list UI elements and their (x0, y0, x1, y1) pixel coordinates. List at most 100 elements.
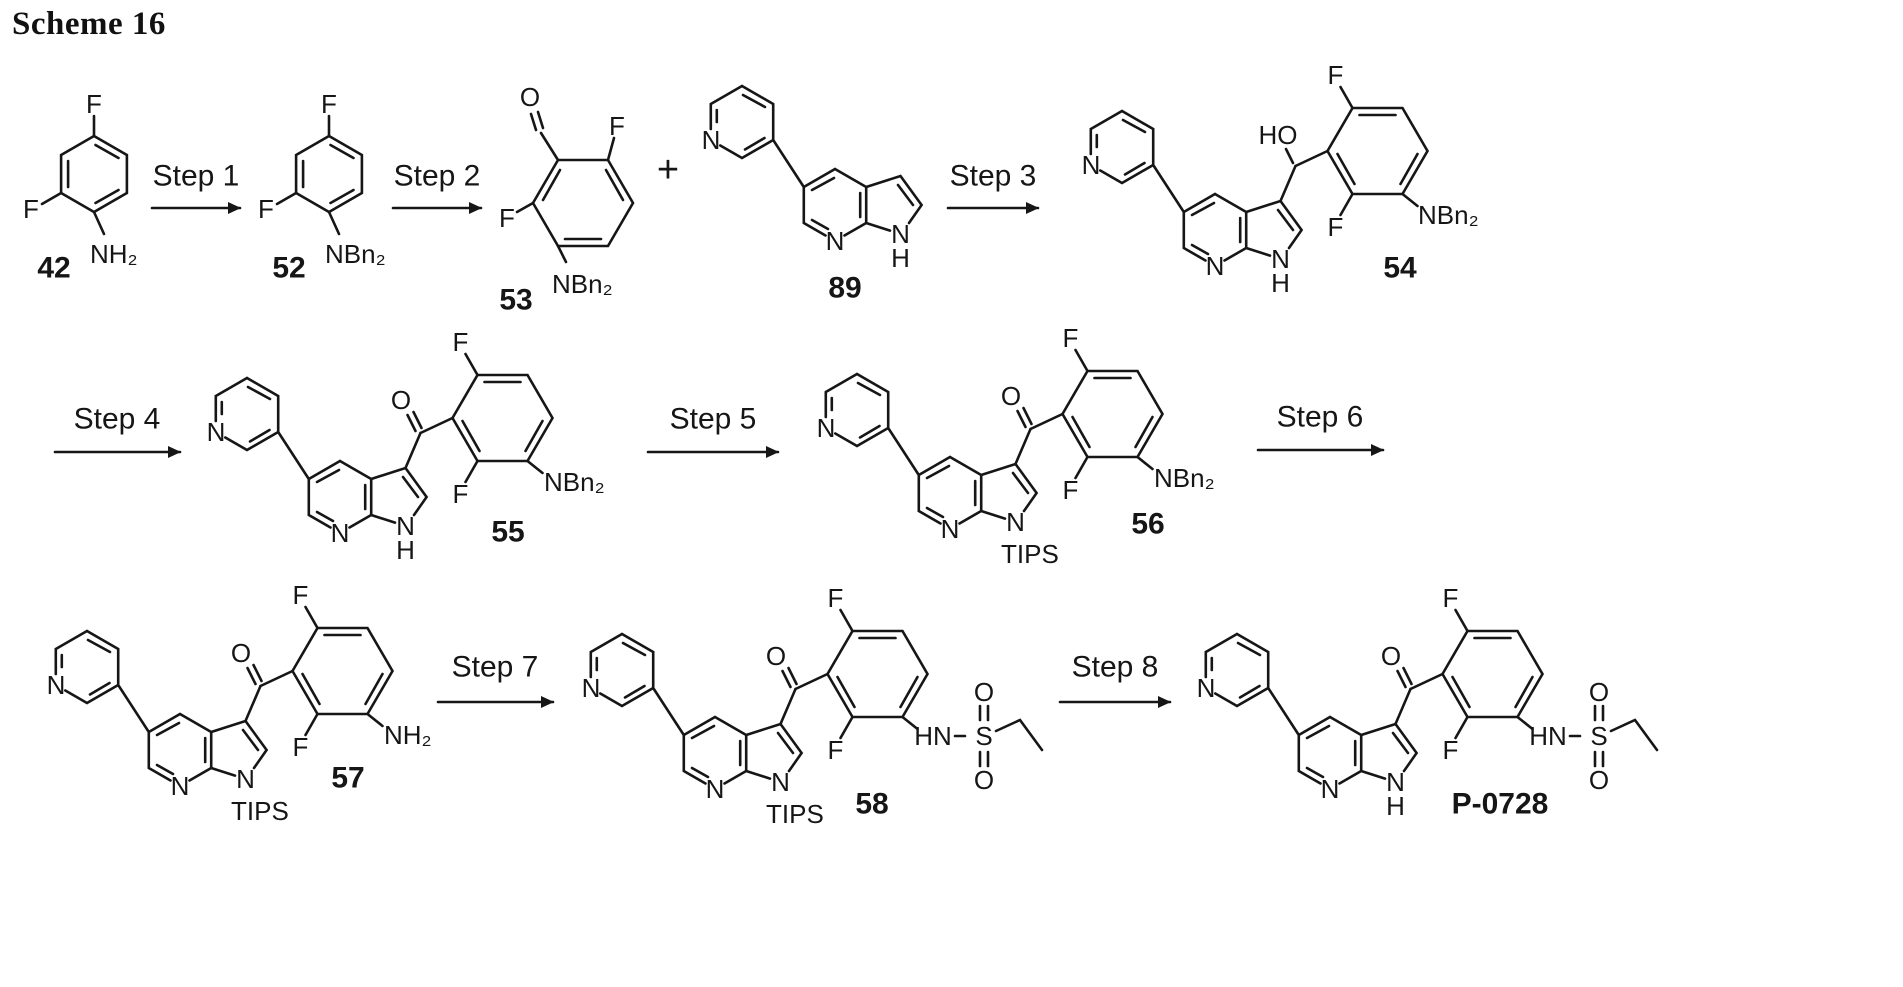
sulfonamide-nh-label: HN (1529, 721, 1567, 751)
aldehyde-bond (539, 131, 560, 162)
nitrogen-label: N (771, 767, 790, 797)
carbonyl-double-bond (781, 669, 792, 689)
nitrogen-label: N (47, 670, 66, 700)
step-2-arrow: Step 2 (391, 160, 483, 214)
fluorine-label: F (258, 194, 274, 224)
fluorine-bond (606, 136, 616, 162)
fluorine-label: F (1063, 323, 1079, 353)
nitrogen-label: N (1206, 251, 1225, 281)
ethyl-chain (994, 718, 1044, 752)
compound-number: 58 (855, 788, 888, 821)
compound-57: O N N N TIPS F F NH₂ 57 (47, 580, 432, 826)
hydrogen-label: H (1271, 268, 1290, 298)
compound-number: 42 (37, 252, 70, 285)
step-label: Step 2 (394, 160, 481, 193)
sulfur-label: S (1590, 721, 1607, 751)
hydrogen-label: H (891, 243, 910, 273)
benzene-ring (40, 114, 129, 236)
oxygen-label: O (231, 638, 251, 668)
oxygen-label: O (1589, 677, 1609, 707)
difluorophenyl-ring (826, 608, 929, 740)
step-3-arrow: Step 3 (946, 160, 1040, 214)
oxygen-label: O (520, 82, 540, 112)
carbonyl-double-bond (536, 110, 545, 130)
fluorine-label: F (1443, 583, 1459, 613)
compound-number: 53 (499, 284, 532, 317)
nitrogen-label: N (331, 518, 350, 548)
step-7-arrow: Step 7 (436, 651, 555, 708)
compound-number: 89 (828, 272, 861, 305)
fluorine-label: F (1443, 735, 1459, 765)
tips-group-label: TIPS (766, 799, 824, 829)
compound-p0728: O N N N H F F HN S O O P-0728 (1197, 583, 1659, 821)
step-label: Step 4 (74, 403, 161, 436)
linker-bond (419, 416, 454, 435)
carbonyl-double-bond (406, 413, 417, 433)
pyridyl-azaindole-skeleton (709, 84, 923, 237)
compound-number: 54 (1383, 252, 1417, 285)
hydroxyl-bond (1284, 147, 1295, 165)
nitrogen-label: N (1006, 507, 1025, 537)
nitrogen-label: N (1197, 673, 1216, 703)
fluorine-label: F (1328, 212, 1344, 242)
tips-group-label: TIPS (231, 796, 289, 826)
compound-89: N N N H 89 (702, 84, 923, 305)
compound-55: O N N N H F F NBn₂ 55 (207, 327, 605, 565)
carbonyl-double-bond (1016, 409, 1027, 429)
nitrogen-label: N (207, 417, 226, 447)
oxygen-label: O (1589, 765, 1609, 795)
fluorine-label: F (1063, 475, 1079, 505)
compound-54: HO N N N H F F NBn₂ 54 (1082, 60, 1479, 298)
fluorine-label: F (293, 580, 309, 610)
difluorophenyl-ring (1061, 348, 1164, 480)
fluorine-label: F (609, 111, 625, 141)
nitrogen-label: N (702, 125, 721, 155)
carbonyl-double-bond (412, 410, 423, 430)
nitrogen-label: N (817, 413, 836, 443)
linker-bond (779, 687, 797, 726)
compound-53: O F F NBn₂ 53 (499, 82, 635, 317)
linker-bond (244, 684, 262, 723)
fluorine-label: F (453, 479, 469, 509)
carbonyl-double-bond (246, 666, 257, 686)
nitrogen-label: N (1321, 774, 1340, 804)
fluorine-label: F (1328, 60, 1344, 90)
compound-42: F F NH₂ 42 (23, 89, 138, 285)
carbonyl-double-bond (252, 663, 263, 683)
nitrogen-label: N (171, 771, 190, 801)
difluorophenyl-ring (451, 352, 554, 484)
fluorine-label: F (321, 89, 337, 119)
scheme-title: Scheme 16 (12, 6, 166, 42)
hydroxyl-label: HO (1259, 120, 1298, 150)
fluorine-label: F (293, 732, 309, 762)
step-8-arrow: Step 8 (1058, 651, 1172, 708)
oxygen-label: O (391, 385, 411, 415)
benzene-ring (531, 158, 635, 248)
oxygen-label: O (974, 765, 994, 795)
step-label: Step 7 (452, 651, 539, 684)
nitrogen-label: N (1271, 244, 1290, 274)
carbonyl-double-bond (1402, 666, 1413, 686)
nitrogen-label: N (1082, 150, 1101, 180)
compound-56: O N N N TIPS F F NBn₂ 56 (817, 323, 1215, 569)
fluorine-label: F (86, 89, 102, 119)
fluorine-label: F (828, 583, 844, 613)
linker-bond (1029, 412, 1064, 431)
carbonyl-double-bond (1022, 406, 1033, 426)
dibenzylamine-label: NBn₂ (325, 239, 386, 269)
step-label: Step 5 (670, 403, 757, 436)
linker-bond (404, 431, 422, 470)
nitrogen-label: N (706, 774, 725, 804)
compound-58: O N N N TIPS F F HN S O O 58 (582, 583, 1044, 829)
step-4-arrow: Step 4 (53, 403, 182, 458)
difluorophenyl-ring (1326, 85, 1429, 217)
fluorine-label: F (499, 203, 515, 233)
sulfonamide-nh-label: HN (914, 721, 952, 751)
compound-number: 56 (1131, 508, 1164, 541)
plus-sign: + (657, 149, 679, 191)
fluorine-label: F (453, 327, 469, 357)
nitrogen-label: N (582, 673, 601, 703)
step-6-arrow: Step 6 (1256, 401, 1385, 456)
